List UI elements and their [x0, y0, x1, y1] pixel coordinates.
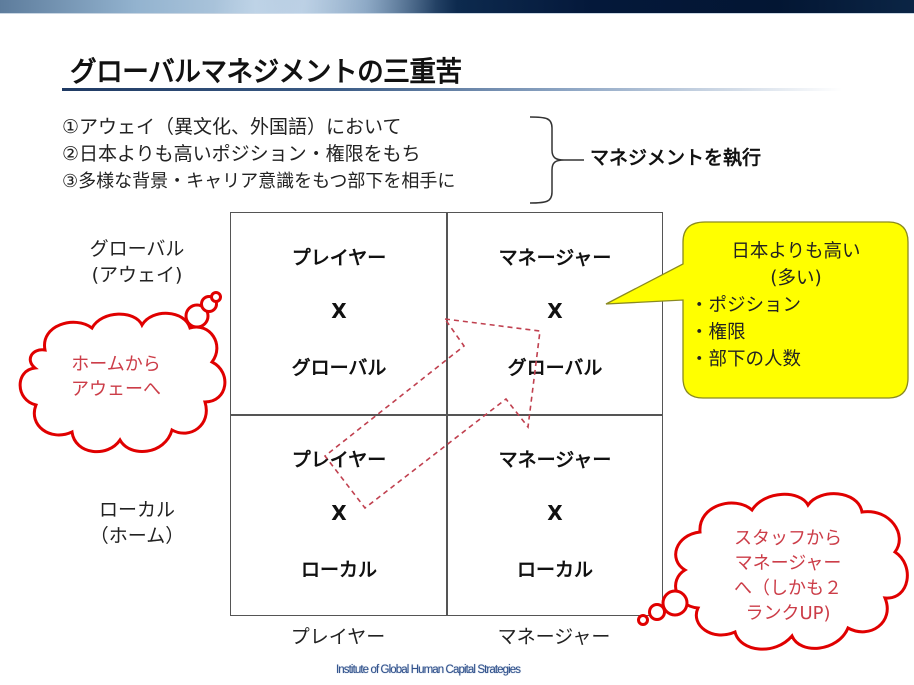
callout-heading: 日本よりも高い [731, 241, 861, 262]
left-cloud-line1: ホームから [71, 354, 161, 375]
role-matrix: プレイヤー X グローバル マネージャー X グローバル プレイヤー X ローカ… [230, 212, 663, 616]
condition-list: ①アウェイ（異文化、外国語）において ②日本よりも高いポジション・権限をもち ③… [62, 114, 455, 195]
right-cloud-text: スタッフから マネージャー へ（しかも２ ランクUP) [718, 526, 858, 626]
cell-scope: ローカル [516, 559, 593, 581]
condition-item-3: ③多様な背景・キャリア意識をもつ部下を相手に [62, 171, 456, 191]
brace-label: マネジメントを執行 [590, 147, 762, 169]
cell-role: プレイヤー [291, 449, 387, 471]
title-underline [62, 88, 842, 91]
slide-title: グローバルマネジメントの三重苦 [70, 56, 462, 87]
condition-item-1: ①アウェイ（異文化、外国語）において [62, 117, 402, 138]
row-label-global: グローバル (アウェイ) [72, 236, 202, 288]
callout-bullet-position: ・ポジション [690, 295, 802, 316]
row-label-global-line2: (アウェイ) [91, 264, 183, 286]
condition-item-2: ②日本よりも高いポジション・権限をもち [62, 144, 421, 165]
cell-cross: X [331, 501, 347, 525]
cell-role: プレイヤー [291, 247, 387, 269]
cell-cross: X [547, 299, 563, 323]
cell-player-global: プレイヤー X グローバル [231, 213, 447, 415]
callout-bullet-subordinates: ・部下の人数 [690, 349, 802, 370]
cell-scope: ローカル [300, 559, 377, 581]
right-cloud-line4: ランクUP) [745, 603, 831, 624]
right-cloud-line2: マネージャー [734, 553, 842, 574]
left-cloud-line2: アウェーへ [71, 379, 161, 400]
row-label-local: ローカル （ホーム） [72, 497, 202, 549]
col-label-manager: マネージャー [497, 626, 611, 648]
row-label-local-line2: （ホーム） [89, 525, 185, 547]
cell-player-local: プレイヤー X ローカル [231, 415, 447, 617]
header-banner [0, 0, 914, 14]
cell-role: マネージャー [498, 247, 612, 269]
cell-scope: グローバル [507, 357, 603, 379]
col-label-player: プレイヤー [290, 626, 386, 648]
cell-scope: グローバル [291, 357, 387, 379]
row-label-global-line1: グローバル [89, 238, 185, 260]
cell-manager-local: マネージャー X ローカル [447, 415, 663, 617]
footer-organization: Institute of Global Human Capital Strate… [336, 664, 521, 676]
cell-manager-global: マネージャー X グローバル [447, 213, 663, 415]
callout-text: 日本よりも高い (多い) ・ポジション ・権限 ・部下の人数 [690, 238, 902, 373]
cell-cross: X [331, 299, 347, 323]
right-brace-icon [529, 116, 584, 204]
cell-cross: X [547, 501, 563, 525]
callout-subheading: (多い) [770, 268, 822, 289]
left-cloud-text: ホームから アウェーへ [56, 352, 176, 402]
callout-bullet-authority: ・権限 [690, 322, 746, 343]
cell-role: マネージャー [498, 449, 612, 471]
right-cloud-line3: へ（しかも２ [734, 578, 842, 599]
row-label-local-line1: ローカル [98, 499, 175, 521]
right-cloud-line1: スタッフから [734, 528, 842, 549]
banner-highlight [215, 0, 435, 14]
